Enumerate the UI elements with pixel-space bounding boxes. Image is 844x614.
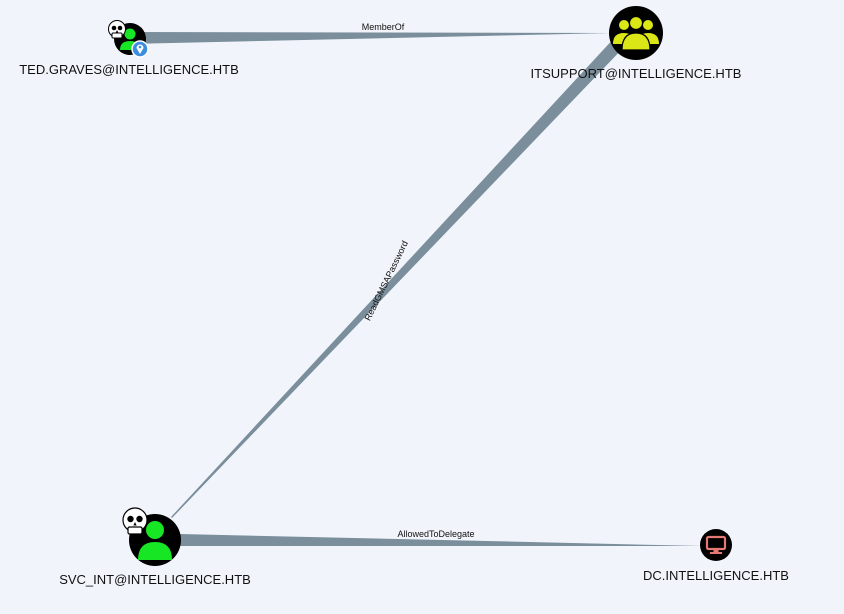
edge-allowedtodelegate[interactable]: AllowedToDelegate (180, 529, 703, 546)
skull-icon (122, 507, 148, 535)
edge-memberof-label: MemberOf (362, 22, 405, 32)
location-pin-icon (131, 40, 149, 58)
node-svc-int-label: SVC_INT@INTELLIGENCE.HTB (59, 572, 251, 587)
node-svc-int[interactable]: SVC_INT@INTELLIGENCE.HTB (59, 507, 251, 587)
edge-allowedtodelegate-label: AllowedToDelegate (397, 529, 474, 539)
node-itsupport-label: ITSUPPORT@INTELLIGENCE.HTB (531, 66, 742, 81)
computer-icon (705, 535, 727, 554)
node-itsupport[interactable]: ITSUPPORT@INTELLIGENCE.HTB (531, 6, 742, 81)
edge-allowedtodelegate-line[interactable] (180, 534, 703, 546)
node-ted-graves[interactable]: TED.GRAVES@INTELLIGENCE.HTB (19, 20, 239, 78)
skull-icon (108, 20, 126, 39)
node-ted-graves-label: TED.GRAVES@INTELLIGENCE.HTB (19, 62, 239, 77)
user-icon (138, 521, 172, 560)
edge-readgmsapassword[interactable]: ReadGMSAPassword (171, 35, 626, 518)
edge-readgmsapassword-line[interactable] (171, 35, 626, 518)
node-dc-label: DC.INTELLIGENCE.HTB (643, 568, 789, 583)
group-icon (613, 15, 659, 51)
edge-readgmsapassword-label: ReadGMSAPassword (363, 239, 410, 322)
edge-memberof[interactable]: MemberOf (128, 22, 612, 44)
node-dc-circle[interactable] (700, 529, 732, 561)
node-dc[interactable]: DC.INTELLIGENCE.HTB (643, 529, 789, 583)
edge-memberof-line[interactable] (128, 32, 612, 44)
